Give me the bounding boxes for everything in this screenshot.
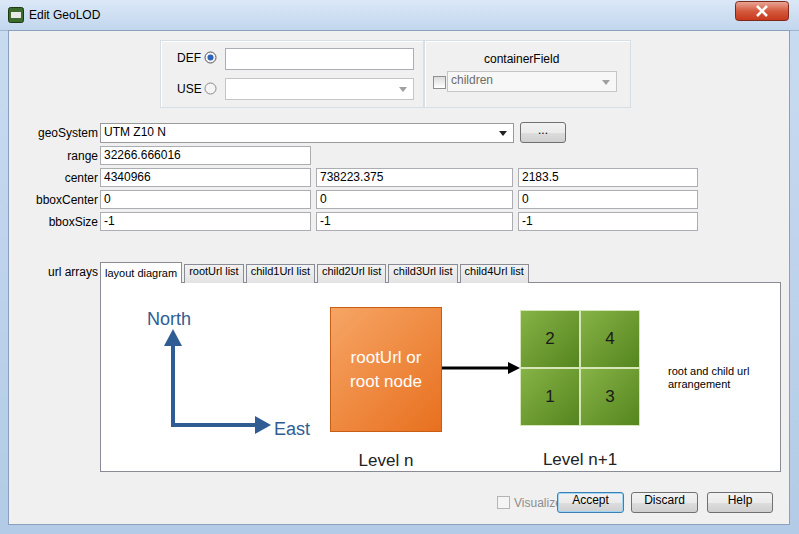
tab-label: child2Url list bbox=[322, 265, 381, 277]
tab-label: layout diagram bbox=[105, 267, 177, 279]
button-label: Discard bbox=[644, 493, 685, 507]
bbox-center-field: 0 bbox=[100, 190, 311, 209]
field-label: bboxCenter bbox=[36, 193, 98, 207]
field-value: 0 bbox=[104, 192, 111, 206]
tab-label: rootUrl list bbox=[189, 265, 239, 277]
tab-label: child1Url list bbox=[251, 265, 310, 277]
combo-value: UTM Z10 N bbox=[104, 125, 166, 139]
field-value: 4340966 bbox=[104, 170, 151, 184]
field-value: -1 bbox=[522, 214, 533, 228]
use-radio bbox=[204, 82, 217, 95]
bbox-center-field: 0 bbox=[518, 190, 698, 209]
note: root and child url arrangement bbox=[668, 365, 760, 391]
bbox-size-field: -1 bbox=[518, 212, 698, 231]
field-value: 738223.375 bbox=[320, 170, 383, 184]
field-value: 2183.5 bbox=[522, 170, 559, 184]
field-value: -1 bbox=[320, 214, 331, 228]
container-field-checkbox bbox=[433, 76, 446, 89]
button-label: Help bbox=[728, 493, 753, 507]
tab: rootUrl list bbox=[184, 264, 244, 283]
center-field: 738223.375 bbox=[316, 168, 513, 187]
field-label: bboxSize bbox=[49, 215, 98, 229]
bbox-size-field: -1 bbox=[316, 212, 513, 231]
def-radio bbox=[204, 51, 217, 64]
bbox-size-field: -1 bbox=[100, 212, 311, 231]
combo-value: children bbox=[451, 73, 493, 87]
geo-system-combo: UTM Z10 N bbox=[100, 123, 514, 143]
checkbox-label: Visualize bbox=[514, 496, 562, 510]
combo-arrow bbox=[499, 131, 507, 136]
use-label: USE bbox=[177, 82, 202, 96]
window-title: Edit GeoLOD bbox=[29, 8, 100, 22]
tab: child3Url list bbox=[388, 264, 457, 283]
accept-button: Accept bbox=[557, 492, 624, 513]
tab: child2Url list bbox=[317, 264, 386, 283]
field-value: 0 bbox=[320, 192, 327, 206]
arrow-head bbox=[508, 362, 520, 374]
container-field-combo: children bbox=[447, 71, 617, 92]
center-field: 4340966 bbox=[100, 168, 311, 187]
discard-button: Discard bbox=[631, 492, 698, 513]
app-icon bbox=[8, 7, 24, 23]
field-label: geoSystem bbox=[38, 126, 98, 140]
use-combo bbox=[225, 78, 414, 100]
title-bar bbox=[0, 0, 799, 31]
combo-arrow bbox=[399, 87, 407, 92]
tab-label: child4Url list bbox=[465, 265, 524, 277]
bbox-center-field: 0 bbox=[316, 190, 513, 209]
close-button bbox=[735, 1, 789, 21]
button-label: Accept bbox=[572, 493, 609, 507]
def-field bbox=[225, 48, 414, 70]
tab-label: child3Url list bbox=[393, 265, 452, 277]
tab: child4Url list bbox=[460, 264, 529, 283]
help-button: Help bbox=[707, 492, 773, 513]
def-label: DEF bbox=[177, 51, 201, 65]
direction-label: East bbox=[274, 419, 310, 439]
field-label: center bbox=[65, 171, 98, 185]
range-field: 32266.666016 bbox=[100, 146, 311, 165]
combo-arrow bbox=[602, 80, 610, 85]
connector bbox=[442, 367, 510, 370]
field-value: 32266.666016 bbox=[104, 148, 181, 162]
ellipsis-button: ... bbox=[520, 122, 566, 143]
field-value: -1 bbox=[104, 214, 115, 228]
field-label: url arrays bbox=[48, 265, 98, 279]
tab: child1Url list bbox=[246, 264, 315, 283]
field-label: range bbox=[67, 149, 98, 163]
field-value: 0 bbox=[522, 192, 529, 206]
visualize-checkbox bbox=[497, 496, 510, 509]
direction-label: North bbox=[147, 309, 191, 329]
group-title: containerField bbox=[484, 52, 559, 66]
tab: layout diagram bbox=[100, 262, 182, 283]
tab-strip: layout diagram rootUrl list child1Url li… bbox=[100, 262, 531, 283]
center-field: 2183.5 bbox=[518, 168, 698, 187]
button-label: ... bbox=[538, 123, 548, 137]
